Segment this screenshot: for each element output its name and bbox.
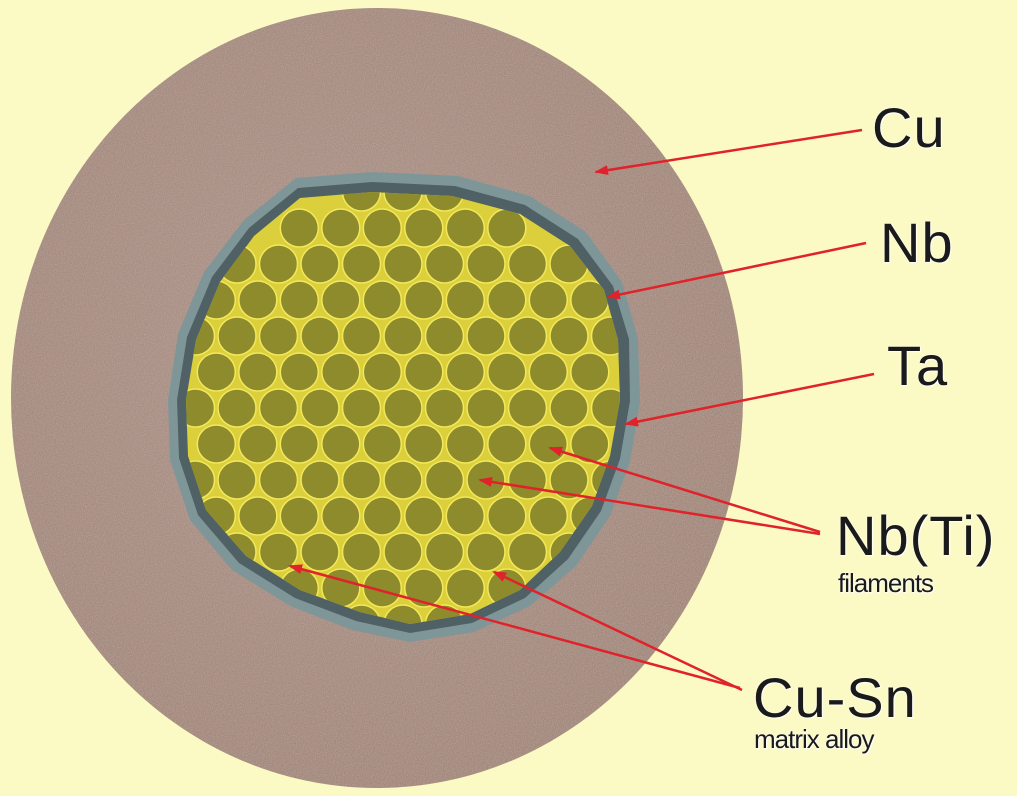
label-nbti: Nb(Ti) — [836, 508, 995, 564]
nbti-filament — [426, 245, 464, 283]
label-matrix-alloy: matrix alloy — [754, 726, 873, 752]
nbti-filament — [280, 353, 318, 391]
nbti-filament — [301, 317, 339, 355]
nbti-filament — [260, 245, 298, 283]
nbti-filament — [426, 389, 464, 427]
nbti-filament — [322, 353, 360, 391]
nbti-filament — [384, 389, 422, 427]
nbti-filament — [218, 389, 256, 427]
nbti-filament — [363, 497, 401, 535]
nbti-filament — [280, 281, 318, 319]
nbti-filament — [446, 281, 484, 319]
nbti-filament — [405, 209, 443, 247]
nbti-filament — [239, 281, 277, 319]
label-nb: Nb — [880, 215, 954, 271]
nbti-filament — [218, 461, 256, 499]
nbti-filament — [197, 425, 235, 463]
nbti-filament — [384, 317, 422, 355]
nbti-filament — [405, 353, 443, 391]
nbti-filament — [467, 533, 505, 571]
nbti-filament — [363, 281, 401, 319]
label-ta: Ta — [887, 338, 948, 394]
nbti-filament — [280, 497, 318, 535]
nbti-filament — [509, 461, 547, 499]
nbti-filament — [488, 425, 526, 463]
nbti-filament — [426, 533, 464, 571]
nbti-filament — [301, 533, 339, 571]
nbti-filament — [280, 425, 318, 463]
nbti-filament — [509, 533, 547, 571]
nbti-filament — [301, 245, 339, 283]
nbti-filament — [405, 497, 443, 535]
nbti-filament — [529, 425, 567, 463]
nbti-filament — [488, 209, 526, 247]
nbti-filament — [446, 353, 484, 391]
nbti-filament — [446, 569, 484, 607]
nbti-filament — [239, 425, 277, 463]
nbti-filament — [467, 245, 505, 283]
label-cu: Cu — [872, 100, 946, 156]
nbti-filament — [280, 209, 318, 247]
nbti-filament — [322, 209, 360, 247]
nbti-filament — [260, 317, 298, 355]
nbti-filament — [571, 353, 609, 391]
nbti-filament — [218, 317, 256, 355]
nbti-filament — [322, 425, 360, 463]
nbti-filament — [509, 245, 547, 283]
nbti-filament — [509, 389, 547, 427]
nbti-filament — [343, 533, 381, 571]
label-cu-sn: Cu-Sn — [753, 670, 917, 726]
nbti-filament — [446, 425, 484, 463]
nbti-filament — [322, 281, 360, 319]
nbti-filament — [426, 317, 464, 355]
label-filaments: filaments — [838, 570, 933, 596]
nbti-filament — [529, 353, 567, 391]
nbti-filament — [239, 497, 277, 535]
nbti-filament — [384, 461, 422, 499]
nbti-filament — [343, 317, 381, 355]
nbti-filament — [488, 281, 526, 319]
nbti-filament — [509, 317, 547, 355]
nbti-filament — [446, 497, 484, 535]
nbti-filament — [343, 461, 381, 499]
nbti-filament — [550, 317, 588, 355]
nbti-filament — [384, 245, 422, 283]
nbti-filament — [301, 461, 339, 499]
nbti-filament — [529, 281, 567, 319]
nbti-filament — [550, 389, 588, 427]
nbti-filament — [446, 209, 484, 247]
nbti-filament — [301, 389, 339, 427]
nbti-filament — [322, 497, 360, 535]
nbti-filament — [363, 353, 401, 391]
nbti-filament — [260, 389, 298, 427]
nbti-filament — [405, 281, 443, 319]
nbti-filament — [239, 353, 277, 391]
nbti-filament — [529, 497, 567, 535]
nbti-filament — [343, 245, 381, 283]
nbti-filament — [260, 461, 298, 499]
nbti-filament — [384, 533, 422, 571]
nbti-filament — [363, 209, 401, 247]
nbti-filament — [467, 389, 505, 427]
nbti-filament — [405, 425, 443, 463]
nbti-filament — [488, 353, 526, 391]
nbti-filament — [467, 317, 505, 355]
nbti-filament — [426, 461, 464, 499]
nbti-filament — [488, 497, 526, 535]
nbti-filament — [197, 353, 235, 391]
nbti-filament — [343, 389, 381, 427]
nbti-filament — [363, 425, 401, 463]
